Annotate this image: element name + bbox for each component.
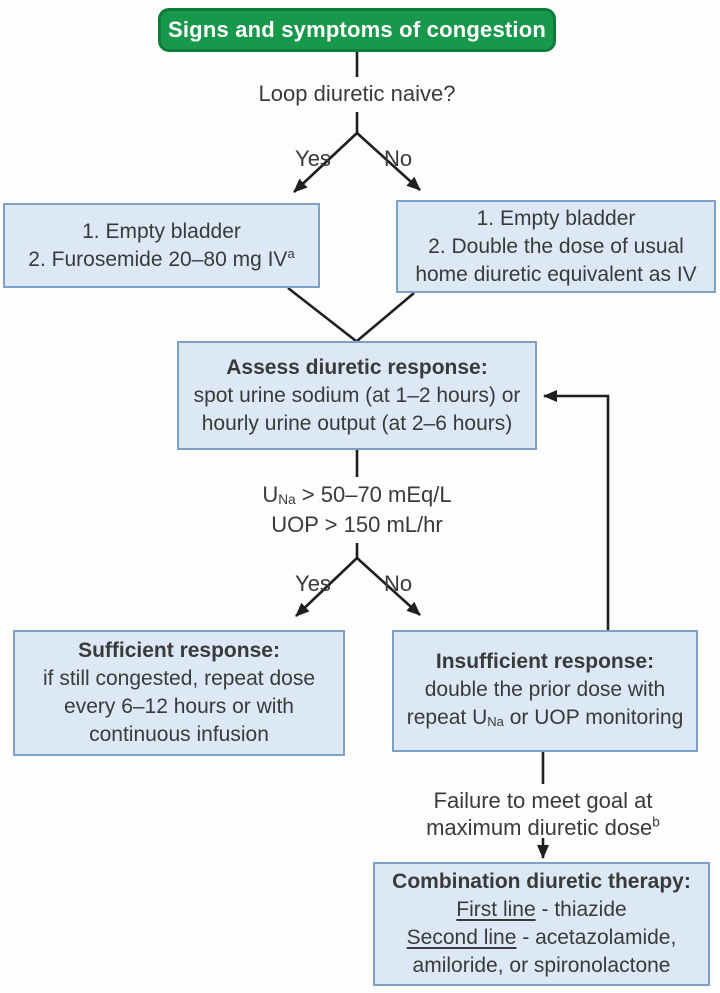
connector-split1-yes (293, 132, 358, 193)
combination-second-line: Second line - acetazolamide, (406, 926, 677, 949)
not-naive-line1: 1. Empty bladder (476, 206, 636, 230)
footnote-a: a (287, 245, 295, 261)
node-insufficient-response: Insufficient response: double the prior … (392, 630, 698, 752)
insufficient-title: Insufficient response: (435, 650, 655, 673)
branch1-yes-label: Yes (295, 146, 331, 171)
sufficient-line4: continuous infusion (89, 723, 269, 746)
footnote-b: b (652, 814, 660, 830)
connector-feedback-loop (543, 390, 610, 630)
naive-line2: 2. Furosemide 20–80 mg IVa (28, 245, 295, 271)
combination-first-line: First line - thiazide (456, 898, 627, 921)
criteria-thresholds-label: UNa > 50–70 mEq/L UOP > 150 mL/hr (237, 481, 477, 538)
sufficient-line3: every 6–12 hours or with (64, 695, 294, 718)
criteria-uop: UOP > 150 mL/hr (271, 512, 443, 537)
not-naive-line2: 2. Double the dose of usual (428, 234, 684, 258)
insufficient-line3: repeat UNa or UOP monitoring (406, 706, 684, 730)
failure-line1: Failure to meet goal at (433, 788, 653, 813)
branch2-no-label: No (383, 571, 413, 596)
branch1-no-label: No (383, 146, 413, 171)
node-assess-response: Assess diuretic response: spot urine sod… (177, 341, 537, 450)
assess-title: Assess diuretic response: (226, 355, 488, 379)
sufficient-title: Sufficient response: (78, 639, 280, 662)
sufficient-line2: if still congested, repeat dose (43, 667, 315, 690)
not-naive-line3: home diuretic equivalent as IV (415, 262, 697, 286)
insufficient-line2: double the prior dose with (424, 678, 666, 701)
assess-line3: hourly urine output (at 2–6 hours) (201, 411, 513, 435)
combination-title: Combination diuretic therapy: (392, 870, 691, 893)
node-sufficient-response: Sufficient response: if still congested,… (13, 630, 345, 756)
start-node-label: Signs and symptoms of congestion (168, 17, 546, 42)
connector-split1-no (356, 132, 421, 191)
connector-notnaive-assess (356, 292, 415, 342)
question-loop-diuretic-naive: Loop diuretic naive? (258, 81, 456, 106)
combination-line4: amiloride, or spironolactone (412, 954, 671, 977)
node-naive-protocol: 1. Empty bladder 2. Furosemide 20–80 mg … (3, 203, 320, 288)
connector-naive-assess (287, 286, 357, 343)
start-node-congestion: Signs and symptoms of congestion (158, 8, 556, 52)
naive-line1: 1. Empty bladder (82, 219, 241, 243)
connector-split2-yes (295, 557, 358, 617)
subscript-na: Na (278, 492, 296, 508)
criteria-una: UNa > 50–70 mEq/L (262, 482, 452, 508)
branch2-yes-label: Yes (295, 571, 331, 596)
failure-line2: maximum diuretic doseb (426, 814, 660, 840)
subscript-na: Na (487, 714, 504, 730)
connector-split2-no (356, 557, 421, 616)
node-combination-therapy: Combination diuretic therapy: First line… (373, 862, 710, 986)
node-not-naive-protocol: 1. Empty bladder 2. Double the dose of u… (396, 200, 716, 293)
assess-line2: spot urine sodium (at 1–2 hours) or (193, 383, 521, 407)
failure-to-meet-goal-label: Failure to meet goal at maximum diuretic… (393, 787, 693, 841)
